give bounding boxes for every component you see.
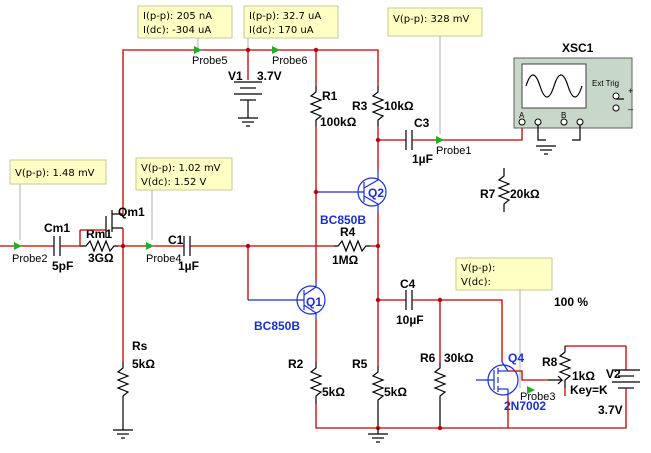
svg-text:V(p-p): 328 mV: V(p-p): 328 mV [393,14,470,25]
svg-text:I(p-p): 32.7 uA: I(p-p): 32.7 uA [249,11,321,22]
q2-part: BC850B [320,213,366,227]
r8-name: R8 [542,355,558,369]
r3-resistor[interactable] [371,86,385,170]
qm1-name: Qm1 [118,205,145,219]
v2-battery[interactable] [612,346,640,394]
r1-resistor[interactable] [309,86,323,192]
qm1-transistor[interactable] [79,200,124,246]
r5-resistor[interactable] [371,366,385,428]
r8-value: 1kΩ [572,369,595,383]
r2-value: 5kΩ [322,385,345,399]
r7-name: R7 [480,187,496,201]
svg-text:V(p-p): 1.48 mV: V(p-p): 1.48 mV [15,168,95,179]
c3-value: 1µF [412,152,433,166]
probe6-arrow[interactable] [272,46,280,54]
cm1-capacitor[interactable] [53,236,80,256]
r8-percent: 100 % [554,295,588,309]
r4-resistor[interactable] [334,239,378,253]
rs-name: Rs [132,339,148,353]
q1-transistor[interactable] [247,246,326,320]
q4-part: 2N7002 [504,399,546,413]
ground-v1 [238,117,258,127]
v2-value: 3.7V [598,403,623,417]
q2-name: Q2 [368,186,384,200]
svg-text:I(p-p): 205 nA: I(p-p): 205 nA [143,11,212,22]
rm1-name: Rm1 [86,227,112,241]
r6-value: 30kΩ [444,351,474,365]
xsc1-channel-a: A [519,111,525,120]
c3-capacitor[interactable] [378,128,523,150]
cm1-name: Cm1 [44,221,70,235]
probe3-label: Probe3 [520,391,555,403]
r4-value: 1MΩ [332,253,359,267]
rm1-value: 3GΩ [88,251,114,265]
r8-key: Key=K [570,383,608,397]
r8-potentiometer[interactable] [508,345,626,396]
q2-transistor[interactable] [316,170,387,212]
q4-mosfet[interactable] [476,361,519,398]
c3-name: C3 [414,116,430,130]
ground-rs [113,429,133,439]
xsc1-ground [536,98,624,155]
v1-battery[interactable] [234,81,262,118]
svg-text:I(dc): -304 uA: I(dc): -304 uA [143,25,211,36]
probe4-label: Probe4 [146,253,181,265]
svg-text:V(p-p): 1.02 mV: V(p-p): 1.02 mV [141,163,221,174]
xsc1-channel-b: B [561,111,566,120]
probe3-note[interactable]: V(p-p): V(dc): [455,257,553,291]
q1-part: BC850B [254,319,300,333]
rs-value: 5kΩ [132,357,155,371]
r2-name: R2 [288,357,304,371]
probe2-label: Probe2 [12,253,47,265]
r3-value: 10kΩ [384,99,414,113]
c1-capacitor[interactable] [183,236,334,256]
svg-text:V(p-p):: V(p-p): [461,263,495,274]
probe4-arrow[interactable] [146,242,154,250]
svg-text:V(dc):: V(dc): [461,277,491,288]
c4-name: C4 [400,277,416,291]
probe1-note[interactable]: V(p-p): 328 mV [387,7,483,37]
r5-name: R5 [352,357,368,371]
xsc1-name: XSC1 [562,41,594,55]
svg-text:I(dc): 170 uA: I(dc): 170 uA [249,25,314,36]
svg-text:V(dc): 1.52 V: V(dc): 1.52 V [141,177,206,188]
r2-resistor[interactable] [309,320,627,429]
probe2-note[interactable]: V(p-p): 1.48 mV [9,159,107,185]
ground-main [368,428,388,443]
probe2-arrow[interactable] [14,242,22,250]
wire-top-rail [122,47,379,200]
probe6-note[interactable]: I(p-p): 32.7 uA I(dc): 170 uA [243,5,339,39]
c4-value: 10µF [396,313,424,327]
probe5-note[interactable]: I(p-p): 205 nA I(dc): -304 uA [137,5,233,39]
xsc1-plus: + [628,86,633,96]
v1-value: 3.7V [257,69,282,83]
xsc1-ext-trig: Ext Trig [592,79,619,88]
r7-resistor[interactable] [497,168,511,212]
v2-name: V2 [606,367,621,381]
r6-resistor[interactable] [433,300,447,428]
rs-resistor[interactable] [116,246,130,430]
probe6-label: Probe6 [272,55,307,67]
q1-name: Q1 [306,295,322,309]
v1-name: V1 [228,69,243,83]
xsc1-minus: _ [627,100,634,110]
r1-name: R1 [322,89,338,103]
r7-value: 20kΩ [510,187,540,201]
xsc1-oscilloscope[interactable] [513,57,633,129]
c1-value: 1µF [178,259,199,273]
r5-value: 5kΩ [384,385,407,399]
cm1-value: 5pF [52,259,73,273]
probe5-label: Probe5 [192,55,227,67]
r6-name: R6 [420,351,436,365]
r3-name: R3 [352,99,368,113]
probe4-note[interactable]: V(p-p): 1.02 mV V(dc): 1.52 V [135,157,233,191]
c1-name: C1 [168,233,184,247]
r4-name: R4 [340,225,356,239]
probe1-arrow[interactable] [436,136,444,144]
probe1-label: Probe1 [436,145,471,157]
r1-value: 100kΩ [320,115,357,129]
q4-name: Q4 [508,351,524,365]
